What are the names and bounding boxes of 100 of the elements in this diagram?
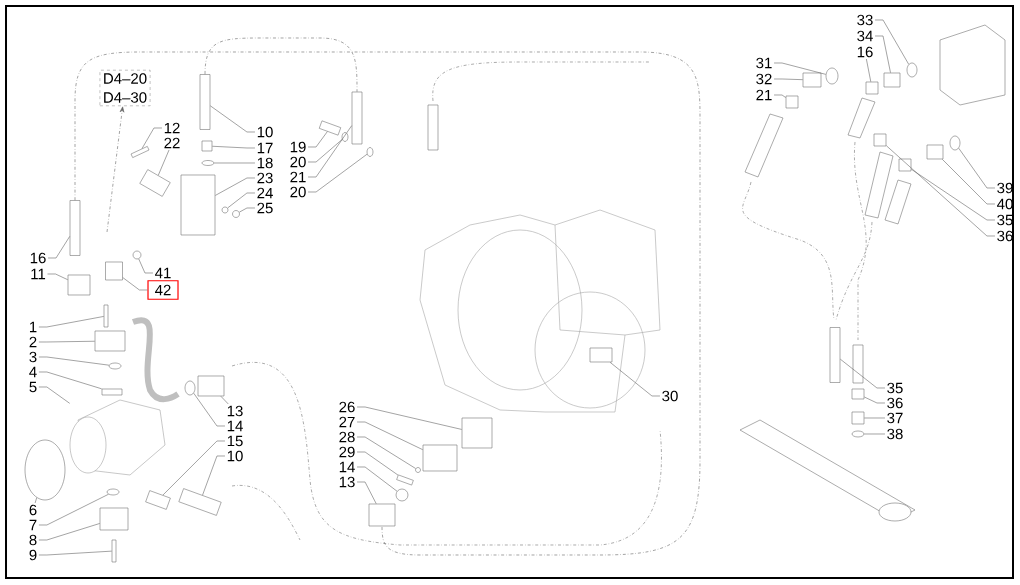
callout-number: 36: [997, 230, 1013, 242]
leader-line: [866, 58, 872, 82]
leader-line: [356, 406, 462, 430]
washer: [906, 62, 918, 78]
fitting: [201, 140, 213, 152]
fitting: [883, 72, 901, 88]
callout-number: 29: [339, 446, 355, 458]
leader-line: [773, 78, 803, 80]
leader-line: [886, 145, 996, 237]
bolt: [318, 120, 342, 136]
leader-line: [609, 362, 661, 397]
pipe: [829, 327, 841, 383]
highlighted-callout-number: 42: [147, 280, 179, 300]
nut: [785, 95, 799, 109]
leader-line: [214, 162, 256, 164]
callout-number: 33: [857, 14, 873, 26]
filter: [461, 417, 493, 449]
leader-line: [158, 149, 170, 176]
callout-number: 28: [339, 431, 355, 443]
callout-number: 27: [339, 416, 355, 428]
hose-sleeve: [368, 503, 396, 527]
washer: [341, 132, 349, 142]
pump-drawing: [69, 399, 166, 476]
valve-block: [180, 174, 216, 236]
callout-number: 1: [30, 321, 37, 333]
o-ring: [415, 467, 421, 473]
leader-line: [773, 62, 827, 75]
leader-line: [942, 159, 996, 205]
callout-number: 13: [339, 476, 355, 488]
bracket: [589, 347, 613, 363]
nut: [873, 133, 887, 147]
leader-line: [47, 236, 70, 259]
leader-line: [38, 356, 110, 366]
leader-line: [38, 550, 112, 556]
leader-line: [38, 493, 109, 526]
o-ring: [106, 488, 120, 496]
callout-number: 32: [756, 73, 772, 85]
leader-line: [38, 523, 100, 541]
bolt: [101, 388, 123, 396]
bolt: [130, 146, 150, 158]
fitting: [145, 490, 171, 510]
leader-line: [874, 19, 909, 65]
callout-number: 26: [339, 401, 355, 413]
pipe: [351, 91, 363, 145]
flange: [94, 330, 126, 352]
callout-number: 21: [290, 171, 306, 183]
callout-number: 3: [29, 351, 37, 363]
leader-line: [202, 455, 226, 496]
leader-line: [193, 392, 226, 427]
callout-number: 30: [662, 390, 678, 402]
leader-line: [356, 436, 416, 469]
leader-line: [212, 145, 256, 149]
leader-line: [958, 147, 996, 189]
fitting: [926, 144, 944, 160]
callout-number: 2: [29, 336, 37, 348]
leader-line: [864, 433, 886, 435]
leader-line: [215, 177, 256, 196]
leader-line: [874, 35, 891, 73]
flange: [99, 507, 129, 531]
callout-number: 23: [257, 172, 273, 184]
leader-line: [38, 316, 104, 328]
washer: [366, 147, 374, 157]
leader-line: [864, 417, 886, 419]
leader-line: [38, 386, 70, 404]
callout-number: 18: [257, 157, 273, 169]
nut: [851, 388, 865, 400]
leader-line: [122, 277, 148, 291]
leader-line: [307, 139, 343, 163]
callout-number: 14: [227, 420, 243, 432]
callout-number: 34: [857, 30, 873, 42]
callout-number: 20: [290, 186, 306, 198]
callout-number: 15: [227, 435, 243, 447]
nut: [221, 206, 229, 214]
callout-number: 39: [997, 182, 1013, 194]
washer: [825, 67, 839, 85]
leader-line: [138, 258, 154, 274]
leader-line: [34, 497, 37, 504]
callout-number: 17: [257, 142, 273, 154]
callout-number: 8: [29, 534, 37, 546]
leader-line: [210, 105, 256, 133]
reference-box: D4–20 D4–30: [99, 70, 151, 106]
leader-line: [162, 440, 226, 496]
filter-housing: [422, 444, 458, 472]
callout-number: 36: [887, 397, 903, 409]
callout-number: 25: [257, 202, 273, 214]
washer: [851, 430, 865, 438]
leader-line: [38, 340, 95, 343]
callout-number: 38: [887, 428, 903, 440]
nut: [232, 210, 240, 218]
callout-number: 12: [164, 122, 180, 134]
elbow-fitting: [67, 274, 91, 296]
callout-number: 5: [29, 381, 37, 393]
nut: [865, 81, 879, 95]
bolt: [103, 304, 109, 328]
leader-line: [227, 192, 256, 209]
fitting: [802, 72, 822, 88]
bolt: [396, 474, 414, 486]
callout-number: 22: [164, 137, 180, 149]
leader-line: [356, 466, 398, 492]
hydraulic-line: [74, 51, 701, 556]
